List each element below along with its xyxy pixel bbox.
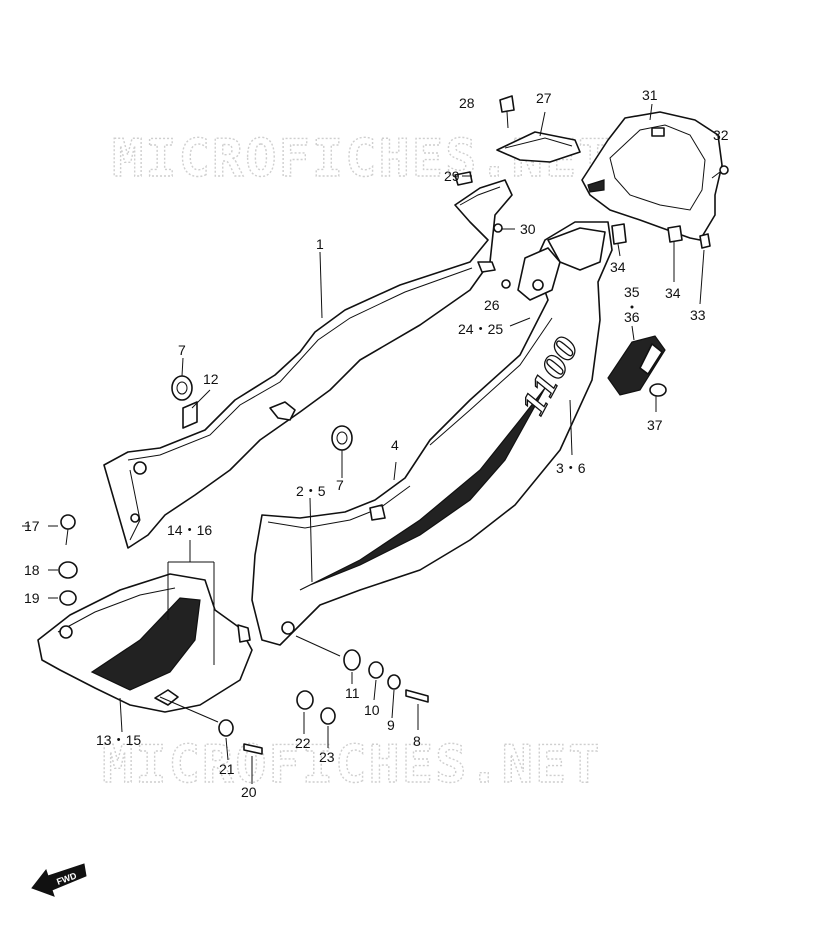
- fasteners: [58, 95, 729, 755]
- callout-11: 11: [345, 685, 360, 701]
- callout-31: 31: [642, 87, 658, 103]
- callout-17: 17: [24, 518, 40, 534]
- spacer-part: [649, 383, 667, 397]
- callout-18: 18: [24, 562, 40, 578]
- callout-8: 8: [413, 733, 421, 749]
- callout-33: 33: [690, 307, 706, 323]
- callout-23: 23: [319, 749, 335, 765]
- callout-7a: 7: [178, 342, 186, 358]
- callout-36: 36: [624, 309, 640, 325]
- fwd-arrow-icon: FWD: [31, 863, 87, 897]
- frame-cover-lower-part: 1100: [251, 221, 613, 646]
- callout-13-15: 13・15: [96, 732, 141, 748]
- callout-7b: 7: [336, 477, 344, 493]
- callout-34b: 34: [665, 285, 681, 301]
- callout-9: 9: [387, 717, 395, 733]
- callout-10: 10: [364, 702, 380, 718]
- callout-24-25: 24・25: [458, 321, 503, 337]
- callout-35-36-dot: [630, 305, 634, 309]
- callout-28: 28: [459, 95, 475, 111]
- tail-piece-part: [581, 111, 723, 241]
- callout-3-6: 3・6: [556, 460, 586, 476]
- callout-27: 27: [536, 90, 552, 106]
- label-part: [182, 401, 198, 429]
- callout-labels: 1 2・5 3・6 4 7 7 8 9 10 11 12 13・15 14・16…: [24, 87, 729, 800]
- callout-37: 37: [647, 417, 663, 433]
- callout-35: 35: [624, 284, 640, 300]
- callout-21: 21: [219, 761, 235, 777]
- callout-4: 4: [391, 437, 399, 453]
- callout-19: 19: [24, 590, 40, 606]
- bracket-part: [496, 131, 581, 163]
- callout-26: 26: [484, 297, 500, 313]
- callout-34a: 34: [610, 259, 626, 275]
- watermark-bottom: MICROFICHES.NET: [102, 735, 602, 795]
- callout-30: 30: [520, 221, 536, 237]
- side-cover-part: [37, 573, 253, 713]
- callout-14-16: 14・16: [167, 522, 212, 538]
- callout-12: 12: [203, 371, 219, 387]
- callout-22: 22: [295, 735, 311, 751]
- leader-lines: [22, 103, 705, 784]
- callout-20: 20: [241, 784, 257, 800]
- callout-29: 29: [444, 168, 460, 184]
- callout-32: 32: [713, 127, 729, 143]
- frame-cover-upper-part: [103, 179, 513, 549]
- callout-2-5: 2・5: [296, 483, 326, 499]
- callout-1: 1: [316, 236, 324, 252]
